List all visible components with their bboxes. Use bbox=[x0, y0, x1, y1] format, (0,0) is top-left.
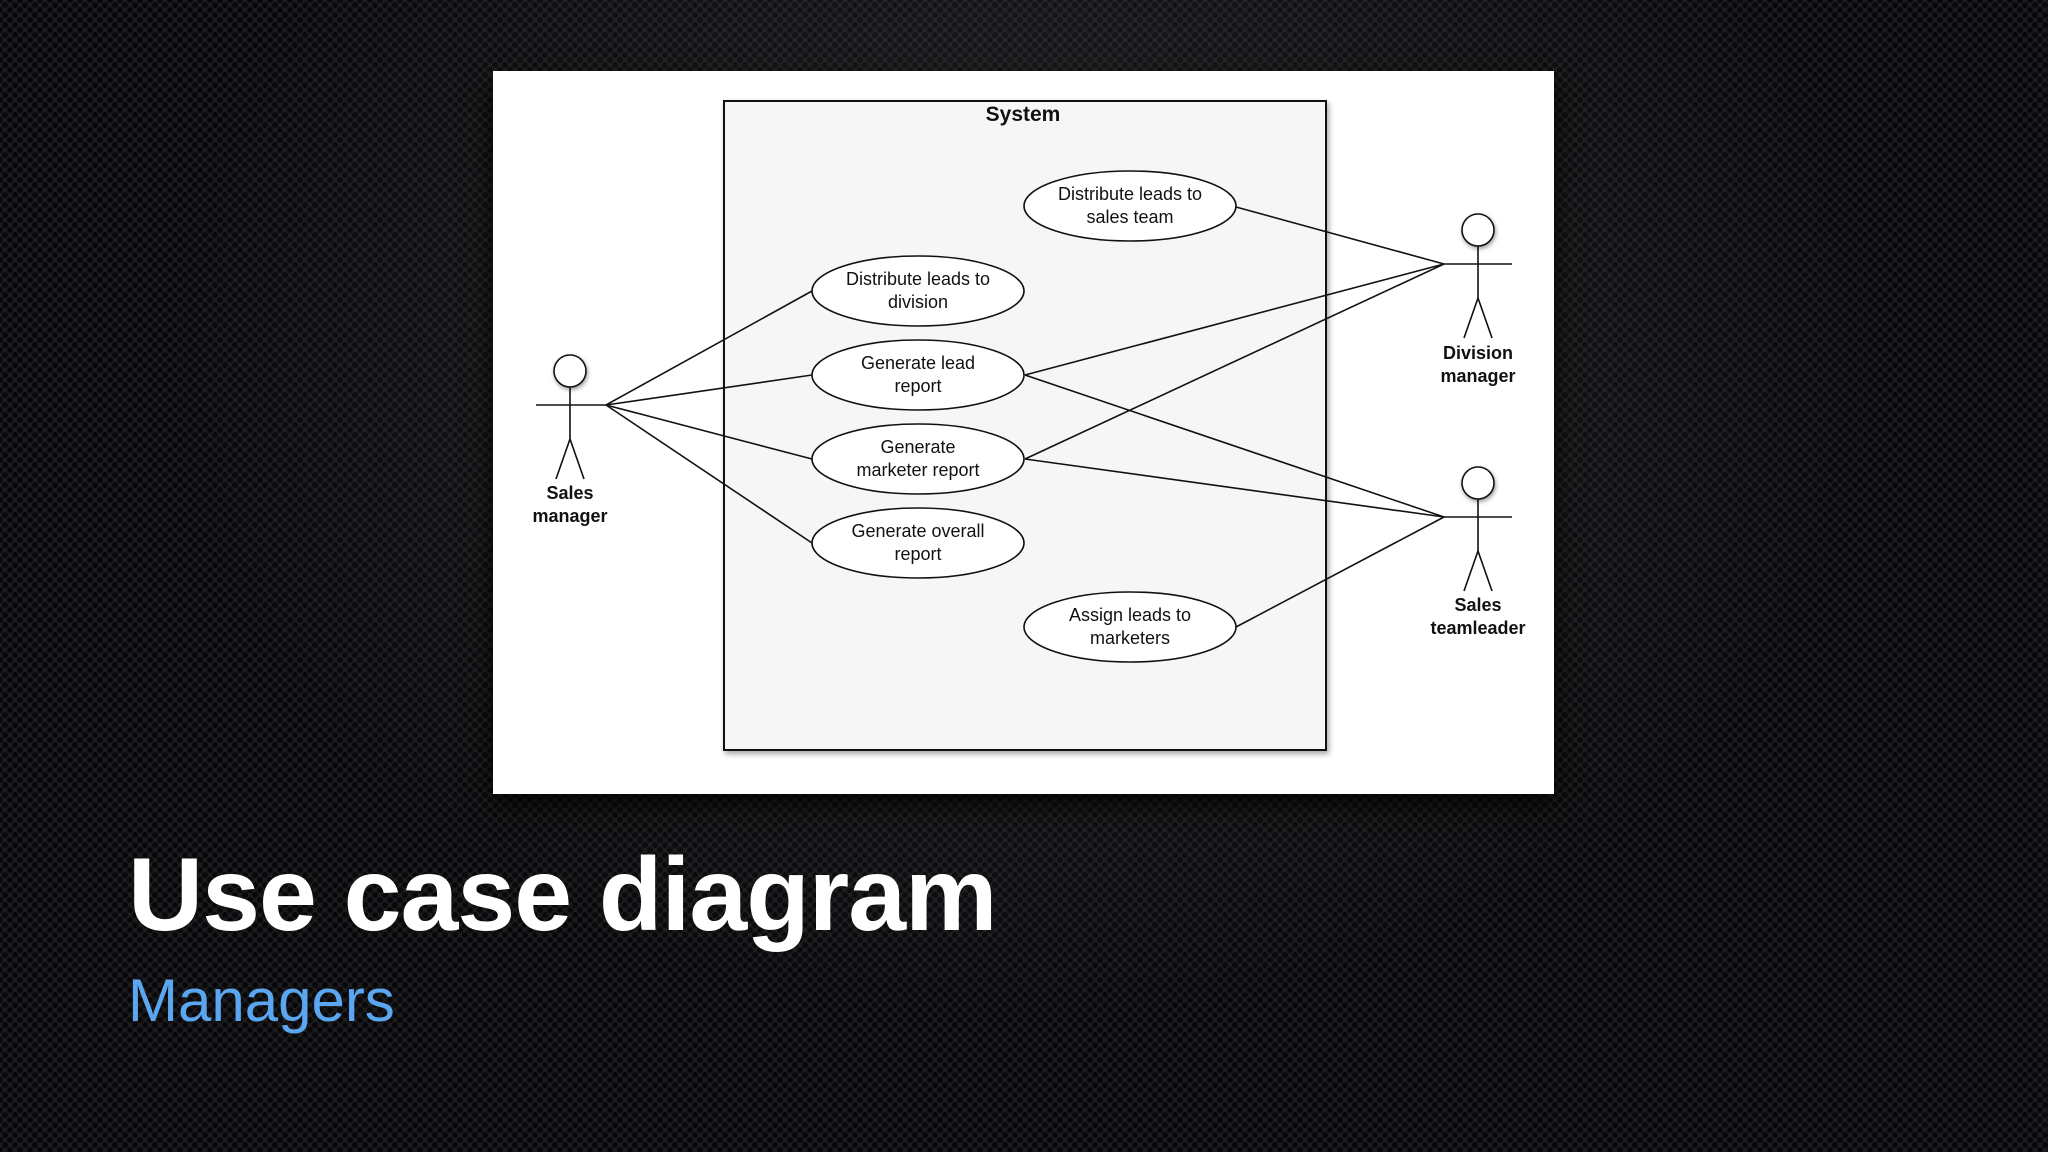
association-teamleader-assign-marketers bbox=[1235, 516, 1445, 628]
association-sales-manager-overall-report bbox=[605, 404, 813, 544]
association-division-manager-marketer-report bbox=[1024, 263, 1445, 460]
use-case-generate-overall-report: Generate overall report bbox=[811, 507, 1025, 579]
actor-sales-teamleader: Sales teamleader bbox=[1430, 466, 1526, 638]
svg-text:sales team: sales team bbox=[1086, 207, 1173, 227]
use-case-generate-marketer-report: Generate marketer report bbox=[811, 423, 1025, 495]
stick-figure-icon bbox=[1444, 466, 1512, 592]
svg-text:Distribute leads to: Distribute leads to bbox=[846, 269, 990, 289]
association-division-manager-sales-team bbox=[1235, 206, 1445, 265]
association-division-manager-lead-report bbox=[1024, 263, 1445, 376]
svg-text:Generate lead: Generate lead bbox=[861, 353, 975, 373]
slide-subtitle: Managers bbox=[128, 967, 395, 1034]
association-sales-manager-lead-report bbox=[605, 374, 813, 406]
diagram-frame: System Distribute leads to sales team Di… bbox=[493, 71, 1554, 794]
svg-text:Assign leads to: Assign leads to bbox=[1069, 605, 1191, 625]
svg-text:report: report bbox=[894, 376, 941, 396]
association-teamleader-lead-report bbox=[1024, 374, 1445, 518]
association-lines bbox=[605, 206, 1445, 628]
association-sales-manager-marketer-report bbox=[605, 404, 813, 460]
system-label: System bbox=[986, 103, 1061, 126]
svg-text:marketers: marketers bbox=[1090, 628, 1170, 648]
stick-figure-icon bbox=[1444, 213, 1512, 339]
svg-text:Division: Division bbox=[1443, 343, 1513, 363]
svg-text:teamleader: teamleader bbox=[1430, 618, 1525, 638]
slide-title: Use case diagram bbox=[128, 837, 998, 953]
svg-text:Sales: Sales bbox=[1454, 595, 1501, 615]
svg-text:Sales: Sales bbox=[546, 483, 593, 503]
svg-text:report: report bbox=[894, 544, 941, 564]
svg-text:manager: manager bbox=[1440, 366, 1515, 386]
svg-text:division: division bbox=[888, 292, 948, 312]
svg-text:Generate overall: Generate overall bbox=[851, 521, 984, 541]
association-teamleader-marketer-report bbox=[1024, 458, 1445, 518]
svg-text:manager: manager bbox=[532, 506, 607, 526]
use-case-diagram: System Distribute leads to sales team Di… bbox=[532, 100, 1526, 751]
use-case-generate-lead-report: Generate lead report bbox=[811, 339, 1025, 411]
use-case-assign-leads-marketers: Assign leads to marketers bbox=[1023, 591, 1237, 663]
svg-text:Distribute leads to: Distribute leads to bbox=[1058, 184, 1202, 204]
actor-division-manager: Division manager bbox=[1440, 213, 1516, 386]
use-case-distribute-leads-division: Distribute leads to division bbox=[811, 255, 1025, 327]
stick-figure-icon bbox=[536, 354, 606, 480]
svg-text:marketer report: marketer report bbox=[856, 460, 979, 480]
actor-sales-manager: Sales manager bbox=[532, 354, 608, 526]
use-case-distribute-leads-sales-team: Distribute leads to sales team bbox=[1023, 170, 1237, 242]
association-sales-manager-distribute-division bbox=[605, 290, 813, 406]
svg-text:Generate: Generate bbox=[880, 437, 955, 457]
system-boundary bbox=[723, 100, 1327, 751]
